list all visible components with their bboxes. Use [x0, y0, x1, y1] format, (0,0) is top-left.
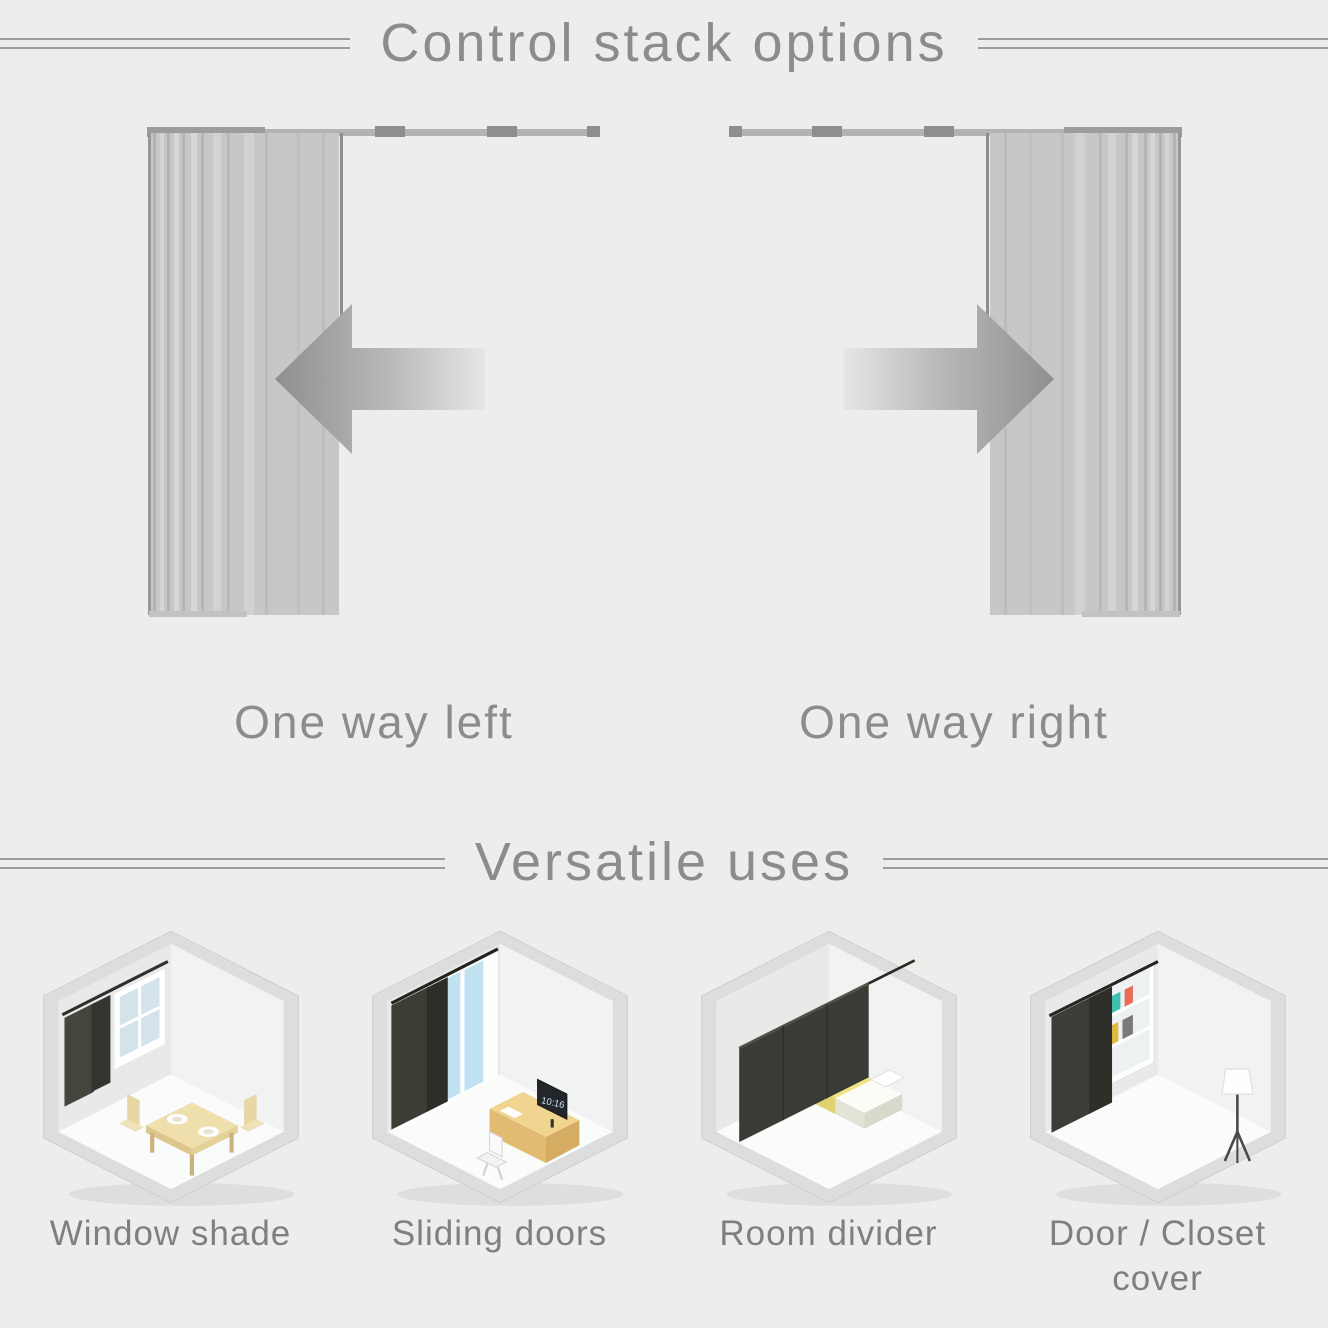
use-case-label: Door / Closet cover	[1048, 1213, 1267, 1299]
use-case-closet-cover: Door / Closet cover	[994, 927, 1322, 1302]
stack-left-illustration	[146, 126, 600, 618]
curtain-panel	[63, 1003, 94, 1107]
arrow-right-icon	[843, 304, 1054, 455]
monitor: 10:16	[536, 1078, 567, 1128]
curtain-track	[728, 126, 1182, 138]
room-illustration-sliding-doors: 10:16	[371, 930, 628, 1206]
desk: 10:16	[489, 1078, 579, 1163]
room-illustration-closet-cover	[1029, 930, 1286, 1206]
stack-option-right: One way right	[727, 121, 1182, 749]
stack-option-left: One way left	[146, 121, 602, 749]
divider-panels	[738, 959, 915, 1142]
stack-option-label-right: One way right	[799, 696, 1109, 749]
use-case-label: Window shade	[49, 1213, 292, 1253]
curtain-track	[146, 126, 600, 138]
use-case-label: Room divider	[719, 1213, 938, 1253]
use-case-room-divider: Room divider	[665, 927, 993, 1302]
stack-right-illustration	[728, 126, 1182, 618]
use-cases: Window shade	[0, 927, 1328, 1302]
window-with-shade	[61, 959, 169, 1107]
desk-chair	[475, 1130, 507, 1180]
cover-panels	[1048, 959, 1159, 1133]
curtain-panel	[91, 994, 110, 1092]
panel-leading-edge	[339, 133, 343, 372]
room-illustration-room-divider	[700, 930, 957, 1206]
decorative-line	[977, 38, 1328, 50]
decorative-line	[0, 38, 351, 50]
uses-section-header: Versatile uses	[0, 832, 1328, 893]
stack-options: One way left	[0, 121, 1328, 749]
arrow-left-icon	[274, 304, 485, 455]
panel-leading-edge	[985, 133, 989, 372]
room-illustration-window-shade	[42, 930, 299, 1206]
control-section-header: Control stack options	[0, 13, 1328, 73]
use-case-window-shade: Window shade	[7, 927, 335, 1302]
use-case-sliding-doors: 10:16 Sliding doors	[336, 927, 664, 1302]
control-section-title: Control stack options	[380, 13, 948, 73]
panel-blinds	[390, 947, 499, 1130]
decorative-line	[883, 857, 1328, 869]
dining-table	[118, 1093, 265, 1176]
decorative-line	[0, 857, 445, 869]
use-case-label: Sliding doors	[391, 1213, 608, 1253]
uses-section-title: Versatile uses	[474, 832, 854, 893]
stack-option-label-left: One way left	[234, 696, 514, 749]
screen-clock: 10:16	[540, 1094, 565, 1110]
floor-lamp	[1220, 1068, 1254, 1163]
